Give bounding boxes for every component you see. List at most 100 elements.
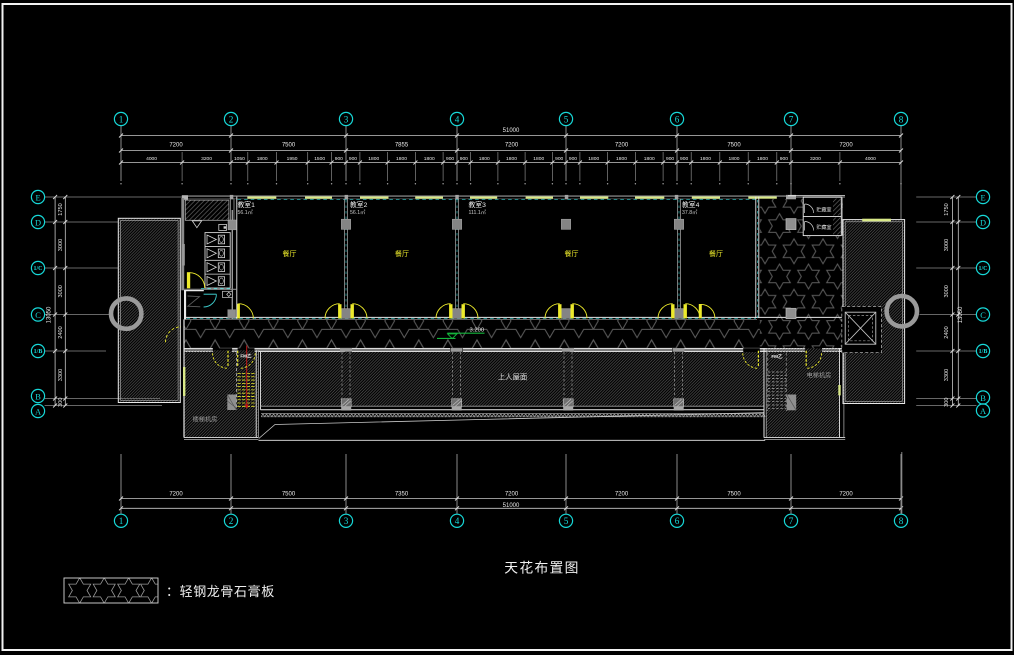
- svg-text:7350: 7350: [395, 492, 409, 498]
- svg-text:2400: 2400: [944, 326, 950, 338]
- svg-text:3300: 3300: [944, 369, 950, 381]
- svg-text:贮藏室: 贮藏室: [816, 206, 831, 213]
- svg-text:7200: 7200: [615, 143, 629, 149]
- svg-text:900: 900: [460, 156, 468, 162]
- svg-text:7200: 7200: [169, 143, 183, 149]
- svg-text:教室3: 教室3: [469, 200, 487, 209]
- svg-text:3: 3: [344, 516, 349, 526]
- svg-text:1800: 1800: [700, 156, 711, 162]
- svg-text:900: 900: [446, 156, 454, 162]
- svg-text:1800: 1800: [644, 156, 655, 162]
- svg-text:900: 900: [680, 156, 688, 162]
- svg-text:餐厅: 餐厅: [395, 249, 409, 258]
- svg-text:111.1㎡: 111.1㎡: [469, 208, 487, 216]
- svg-text:A: A: [35, 407, 41, 416]
- svg-text:1800: 1800: [757, 156, 768, 162]
- svg-text:3000: 3000: [58, 285, 64, 297]
- svg-text:教室1: 教室1: [238, 200, 256, 209]
- svg-text:2: 2: [229, 516, 234, 526]
- svg-text:E: E: [35, 193, 40, 202]
- svg-text:1800: 1800: [396, 156, 407, 162]
- svg-text:贮藏室: 贮藏室: [816, 224, 831, 231]
- svg-text:900: 900: [555, 156, 563, 162]
- svg-text:餐厅: 餐厅: [565, 249, 579, 258]
- svg-text:8: 8: [899, 516, 904, 526]
- svg-text:7: 7: [789, 114, 794, 124]
- svg-text:900: 900: [569, 156, 577, 162]
- svg-text:B: B: [980, 394, 986, 403]
- svg-text:1/C: 1/C: [34, 266, 43, 272]
- svg-text:4000: 4000: [146, 156, 157, 162]
- svg-text:6: 6: [675, 516, 680, 526]
- svg-text:天花布置图: 天花布置图: [504, 561, 579, 576]
- svg-text:1800: 1800: [729, 156, 740, 162]
- svg-text:2: 2: [229, 114, 234, 124]
- svg-text:C: C: [980, 311, 986, 320]
- svg-text:5: 5: [564, 114, 569, 124]
- svg-text:56.1㎡: 56.1㎡: [350, 208, 366, 216]
- svg-text:3200: 3200: [201, 156, 212, 162]
- svg-text:E: E: [980, 193, 985, 202]
- svg-text:6: 6: [675, 114, 680, 124]
- svg-text:1: 1: [119, 516, 124, 526]
- svg-text:楼梯机房: 楼梯机房: [193, 416, 218, 424]
- svg-text:：轻钢龙骨石膏板: ：轻钢龙骨石膏板: [166, 584, 275, 599]
- svg-text:1800: 1800: [479, 156, 490, 162]
- svg-text:B: B: [35, 392, 41, 401]
- svg-text:1800: 1800: [588, 156, 599, 162]
- svg-text:1800: 1800: [533, 156, 544, 162]
- svg-text:D: D: [980, 218, 986, 227]
- svg-text:3000: 3000: [944, 239, 950, 251]
- svg-text:900: 900: [335, 156, 343, 162]
- svg-text:300: 300: [58, 398, 64, 407]
- svg-text:7200: 7200: [505, 143, 519, 149]
- svg-text:A: A: [980, 407, 986, 416]
- svg-text:4000: 4000: [865, 156, 876, 162]
- svg-text:C: C: [35, 311, 41, 320]
- svg-text:3000: 3000: [944, 285, 950, 297]
- svg-text:8: 8: [899, 114, 904, 124]
- svg-text:1/B: 1/B: [979, 349, 988, 355]
- svg-text:900: 900: [349, 156, 357, 162]
- svg-text:3000: 3000: [58, 239, 64, 251]
- svg-text:56.1㎡: 56.1㎡: [238, 208, 254, 216]
- svg-text:7200: 7200: [839, 143, 853, 149]
- svg-text:13050: 13050: [958, 306, 964, 323]
- svg-text:1800: 1800: [616, 156, 627, 162]
- svg-text:3: 3: [344, 114, 349, 124]
- svg-text:4: 4: [455, 516, 460, 526]
- svg-text:1050: 1050: [234, 156, 245, 162]
- svg-text:7500: 7500: [727, 143, 741, 149]
- svg-text:1800: 1800: [368, 156, 379, 162]
- svg-text:2400: 2400: [58, 326, 64, 338]
- svg-text:5: 5: [564, 516, 569, 526]
- svg-text:1800: 1800: [506, 156, 517, 162]
- svg-text:教室4: 教室4: [682, 200, 700, 209]
- svg-text:教室2: 教室2: [350, 200, 368, 209]
- svg-text:1750: 1750: [944, 203, 950, 215]
- svg-text:上人屋面: 上人屋面: [498, 373, 528, 382]
- svg-text:7500: 7500: [282, 143, 296, 149]
- svg-text:7200: 7200: [505, 492, 519, 498]
- svg-text:1/C: 1/C: [979, 266, 988, 272]
- svg-text:4: 4: [455, 114, 460, 124]
- svg-text:3300: 3300: [58, 369, 64, 381]
- svg-text:1500: 1500: [314, 156, 325, 162]
- svg-text:7500: 7500: [727, 492, 741, 498]
- svg-text:3.200: 3.200: [470, 328, 485, 334]
- svg-text:D: D: [35, 218, 41, 227]
- svg-text:7500: 7500: [282, 492, 296, 498]
- svg-text:餐厅: 餐厅: [283, 249, 297, 258]
- svg-text:7855: 7855: [395, 143, 409, 149]
- svg-text:7200: 7200: [169, 492, 183, 498]
- svg-text:1800: 1800: [257, 156, 268, 162]
- svg-text:300: 300: [944, 398, 950, 407]
- svg-text:7: 7: [789, 516, 794, 526]
- svg-text:餐厅: 餐厅: [709, 249, 723, 258]
- svg-text:900: 900: [666, 156, 674, 162]
- svg-text:1950: 1950: [287, 156, 298, 162]
- svg-text:3200: 3200: [810, 156, 821, 162]
- svg-text:900: 900: [780, 156, 788, 162]
- svg-text:1: 1: [119, 114, 124, 124]
- svg-text:FM乙: FM乙: [240, 352, 252, 359]
